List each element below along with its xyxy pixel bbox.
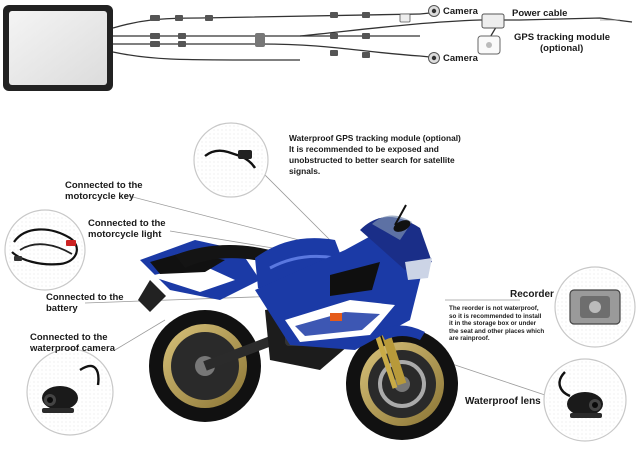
light-callout-line-2: motorcycle light <box>88 229 162 240</box>
power-cable-box <box>481 13 505 29</box>
gps-callout-title: Waterproof GPS tracking module (optional… <box>289 133 461 143</box>
waterproof-lens-label: Waterproof lens <box>465 396 541 407</box>
gps-module-label: GPS tracking module <box>514 32 611 43</box>
camera-bottom-label: Camera <box>443 53 478 64</box>
key-callout-line-2: motorcycle key <box>65 191 135 202</box>
battery-callout-line-2: battery <box>46 303 78 314</box>
recorder-note-2: so it is recommended to install <box>449 312 542 320</box>
wiring-diagram <box>3 5 633 91</box>
recorder-label: Recorder <box>510 289 554 300</box>
gps-callout-note-3: signals. <box>289 166 321 176</box>
recorder-callout <box>554 266 636 348</box>
camera-top-label: Camera <box>443 6 478 17</box>
recorder-note-5: are rainproof. <box>449 335 490 343</box>
gps-optional-label: (optional) <box>540 43 584 54</box>
camera-callout-line-2: waterproof camera <box>30 343 116 354</box>
light-callout-line-1: Connected to the <box>88 218 166 229</box>
recorder-note-1: The reorder is not waterproof, <box>449 305 539 312</box>
camera-top-device <box>428 5 440 17</box>
recorder-note-3: it in the storage box or under <box>449 320 537 328</box>
camera-callout-line-1: Connected to the <box>30 332 108 343</box>
recorder-note-4: the seat and other places which <box>449 327 545 335</box>
key-callout-line-1: Connected to the <box>65 180 143 191</box>
waterproof-lens-callout <box>543 358 627 442</box>
gps-callout-note-2: unobstructed to better search for satell… <box>289 155 455 165</box>
camera-bottom-device <box>428 52 440 64</box>
motorcycle-illustration <box>138 204 458 440</box>
gps-module-callout <box>193 122 269 198</box>
gps-callout-note-1: It is recommended to be exposed and <box>289 144 439 154</box>
wiring-harness-callout <box>4 209 86 291</box>
power-cable-label: Power cable <box>512 8 568 19</box>
battery-callout-line-1: Connected to the <box>46 292 124 303</box>
waterproof-camera-callout <box>26 348 114 436</box>
